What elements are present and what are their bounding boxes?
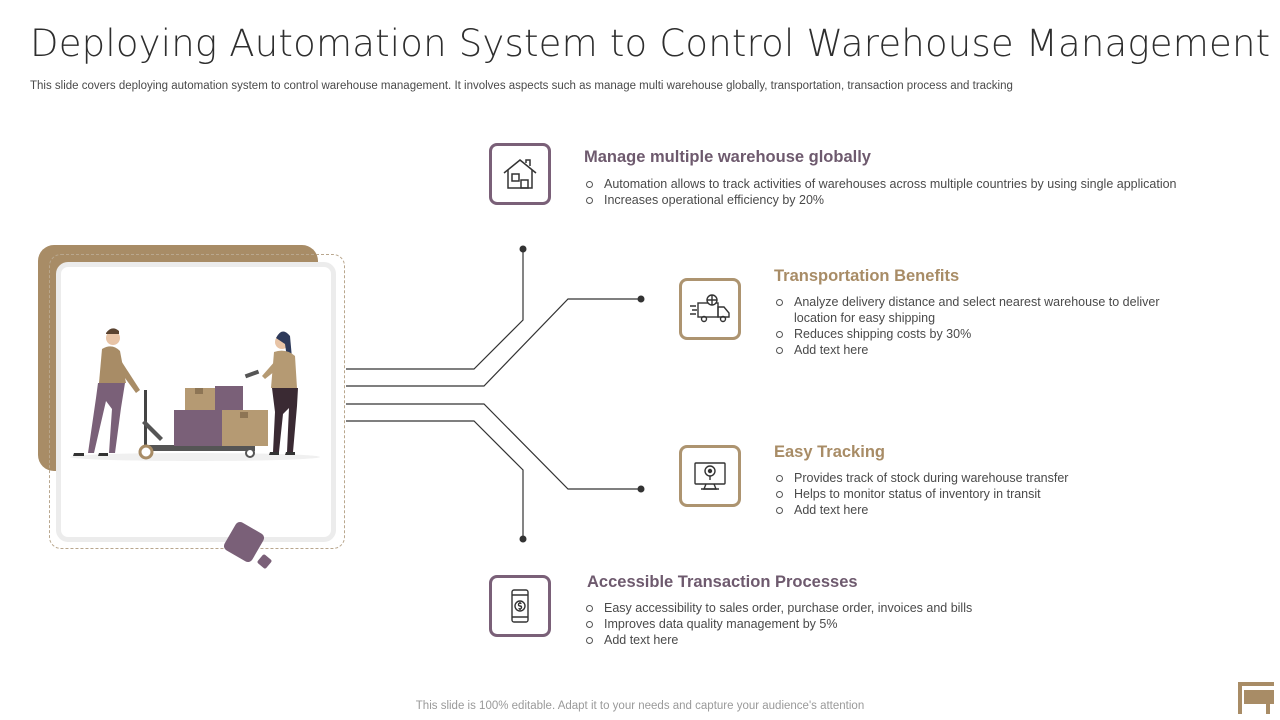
- connector-line-4: [346, 420, 524, 539]
- item-2-bullet: Analyze delivery distance and select nea…: [774, 294, 1184, 326]
- item-3-bullet: Add text here: [774, 502, 1194, 518]
- item-2-icon-box: [679, 278, 741, 340]
- connector-dot-3: [637, 485, 645, 493]
- slide-subtitle: This slide covers deploying automation s…: [30, 80, 1013, 92]
- item-2-title: Transportation Benefits: [774, 267, 960, 285]
- connector-dot-2: [637, 295, 645, 303]
- item-2-bullet: Add text here: [774, 342, 1184, 358]
- warehouse-icon: [503, 159, 537, 189]
- table-corner-icon: [1238, 682, 1274, 714]
- item-3-bullet: Helps to monitor status of inventory in …: [774, 486, 1194, 502]
- item-1-bullets: Automation allows to track activities of…: [584, 176, 1224, 208]
- slide-footer: This slide is 100% editable. Adapt it to…: [415, 700, 865, 712]
- illustration-dashed-frame: [49, 254, 345, 549]
- item-1-bullet: Increases operational efficiency by 20%: [584, 192, 1224, 208]
- item-4-icon-box: [489, 575, 551, 637]
- item-1-title: Manage multiple warehouse globally: [584, 148, 871, 166]
- item-1-icon-box: [489, 143, 551, 205]
- item-1-bullet: Automation allows to track activities of…: [584, 176, 1224, 192]
- item-2-bullet: Reduces shipping costs by 30%: [774, 326, 1184, 342]
- item-4-bullet: Add text here: [584, 632, 1044, 648]
- item-4-bullet: Easy accessibility to sales order, purch…: [584, 600, 1044, 616]
- slide-title: Deploying Automation System to Control W…: [30, 22, 1271, 65]
- connector-line-3: [346, 403, 641, 490]
- monitor-tracking-icon: [694, 462, 726, 490]
- warehouse-workers-illustration: [70, 328, 320, 461]
- mobile-payment-icon: [511, 589, 529, 623]
- connector-line-1: [346, 249, 524, 370]
- item-4-title: Accessible Transaction Processes: [587, 573, 858, 591]
- item-4-bullets: Easy accessibility to sales order, purch…: [584, 600, 1044, 648]
- item-3-bullet: Provides track of stock during warehouse…: [774, 470, 1194, 486]
- item-3-bullets: Provides track of stock during warehouse…: [774, 470, 1194, 518]
- connector-dot-4: [519, 535, 527, 543]
- connector-line-2: [346, 298, 641, 387]
- item-3-icon-box: [679, 445, 741, 507]
- item-4-bullet: Improves data quality management by 5%: [584, 616, 1044, 632]
- item-3-title: Easy Tracking: [774, 443, 885, 461]
- item-2-bullets: Analyze delivery distance and select nea…: [774, 294, 1184, 358]
- delivery-truck-icon: [690, 294, 730, 323]
- connector-dot-1: [519, 245, 527, 253]
